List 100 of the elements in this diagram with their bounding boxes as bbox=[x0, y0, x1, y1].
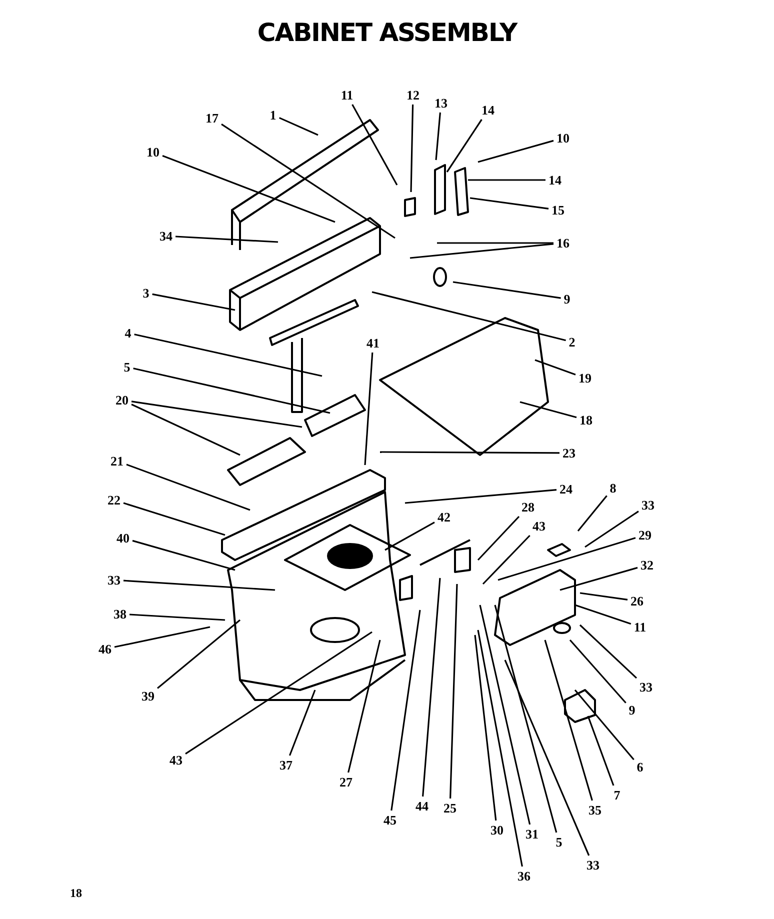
leader-line bbox=[364, 352, 374, 466]
callout-number: 29 bbox=[638, 528, 652, 542]
callout-number: 14 bbox=[548, 172, 562, 188]
callout-number: 38 bbox=[112, 606, 128, 622]
callout-number: 13 bbox=[434, 96, 448, 110]
callout-number: 43 bbox=[532, 518, 546, 534]
callout-number: 21 bbox=[110, 454, 124, 468]
callout-number: 2 bbox=[568, 334, 576, 350]
callout-number: 30 bbox=[490, 822, 504, 838]
title: CABINET ASSEMBLY bbox=[256, 18, 518, 47]
leader-line bbox=[577, 495, 608, 532]
leader-line bbox=[470, 197, 549, 210]
callout-number: 22 bbox=[106, 492, 122, 508]
leader-line bbox=[437, 242, 554, 244]
leader-line bbox=[123, 580, 276, 591]
leader-line bbox=[162, 154, 336, 223]
leader-line bbox=[390, 610, 421, 811]
leader-line bbox=[352, 104, 398, 186]
leader-line bbox=[131, 400, 302, 428]
leader-line bbox=[474, 634, 497, 821]
leader-line bbox=[422, 578, 441, 797]
callout-number: 40 bbox=[116, 530, 130, 546]
callout-number: 9 bbox=[628, 702, 636, 718]
callout-number: 18 bbox=[578, 412, 594, 428]
leader-line bbox=[157, 619, 240, 689]
callout-number: 33 bbox=[638, 680, 654, 694]
leader-line bbox=[410, 243, 554, 259]
callout-number: 26 bbox=[630, 594, 644, 608]
callout-number: 12 bbox=[406, 88, 420, 102]
callout-number: 14 bbox=[480, 102, 496, 118]
callout-number: 5 bbox=[122, 360, 132, 374]
callout-number: 43 bbox=[168, 752, 184, 768]
callout-number: 28 bbox=[520, 500, 536, 514]
leader-line bbox=[410, 104, 414, 192]
leader-line bbox=[380, 451, 560, 454]
leader-line bbox=[534, 359, 576, 376]
callout-number: 33 bbox=[640, 498, 656, 512]
callout-number: 19 bbox=[578, 370, 592, 386]
leader-line bbox=[580, 592, 628, 600]
leader-line bbox=[468, 179, 546, 181]
callout-number: 10 bbox=[556, 130, 570, 146]
callout-number: 23 bbox=[562, 446, 576, 460]
callout-number: 20 bbox=[114, 392, 130, 408]
leader-line bbox=[129, 614, 226, 621]
page-number: 18 bbox=[70, 886, 82, 901]
callout-number: 1 bbox=[268, 108, 278, 122]
leader-line bbox=[520, 401, 577, 418]
leader-line bbox=[126, 464, 250, 511]
leader-line bbox=[579, 624, 638, 679]
leader-line bbox=[404, 489, 557, 504]
callout-number: 45 bbox=[382, 812, 398, 828]
callout-number: 17 bbox=[204, 110, 220, 126]
callout-number: 39 bbox=[140, 688, 156, 704]
leader-line bbox=[132, 540, 236, 571]
callout-number: 8 bbox=[608, 480, 618, 496]
callout-number: 11 bbox=[340, 88, 354, 102]
leader-line bbox=[446, 119, 482, 172]
leader-line bbox=[482, 534, 530, 585]
leader-line bbox=[479, 604, 531, 825]
leader-line bbox=[435, 112, 441, 160]
leader-line bbox=[348, 640, 381, 773]
leader-line bbox=[494, 604, 558, 833]
callout-number: 31 bbox=[524, 826, 540, 842]
callout-number: 42 bbox=[436, 510, 452, 524]
leader-line bbox=[498, 537, 636, 581]
callout-number: 6 bbox=[636, 760, 644, 774]
leader-line bbox=[133, 368, 330, 414]
callout-number: 5 bbox=[554, 834, 564, 850]
callout-number: 10 bbox=[146, 144, 160, 160]
leader-line bbox=[221, 124, 396, 239]
leader-line bbox=[131, 404, 240, 456]
callout-number: 33 bbox=[586, 858, 600, 872]
leader-line bbox=[477, 516, 520, 561]
callout-number: 24 bbox=[558, 482, 574, 496]
leader-line bbox=[478, 140, 554, 163]
leader-line bbox=[114, 626, 210, 648]
leader-line bbox=[123, 502, 226, 536]
leader-line bbox=[574, 689, 634, 760]
leader-line bbox=[587, 716, 614, 786]
leader-line bbox=[450, 584, 458, 799]
leader-line bbox=[569, 639, 626, 704]
callout-number: 3 bbox=[142, 286, 150, 300]
leader-line bbox=[372, 291, 566, 342]
callout-number: 37 bbox=[278, 758, 294, 772]
leader-line bbox=[452, 281, 561, 299]
callout-number: 32 bbox=[640, 558, 654, 572]
callout-number: 16 bbox=[556, 236, 570, 250]
callout-number: 25 bbox=[442, 800, 458, 816]
leader-line bbox=[574, 604, 632, 625]
leader-line bbox=[384, 522, 435, 551]
leader-line bbox=[175, 236, 278, 243]
callout-number: 44 bbox=[414, 798, 430, 814]
callout-number: 7 bbox=[612, 788, 622, 802]
leader-line bbox=[477, 630, 523, 867]
leader-line bbox=[185, 631, 372, 754]
callout-number: 36 bbox=[516, 868, 532, 884]
callout-number: 35 bbox=[588, 802, 602, 818]
callout-number: 15 bbox=[550, 202, 566, 218]
callout-number: 34 bbox=[158, 228, 174, 244]
callout-number: 41 bbox=[366, 336, 380, 350]
